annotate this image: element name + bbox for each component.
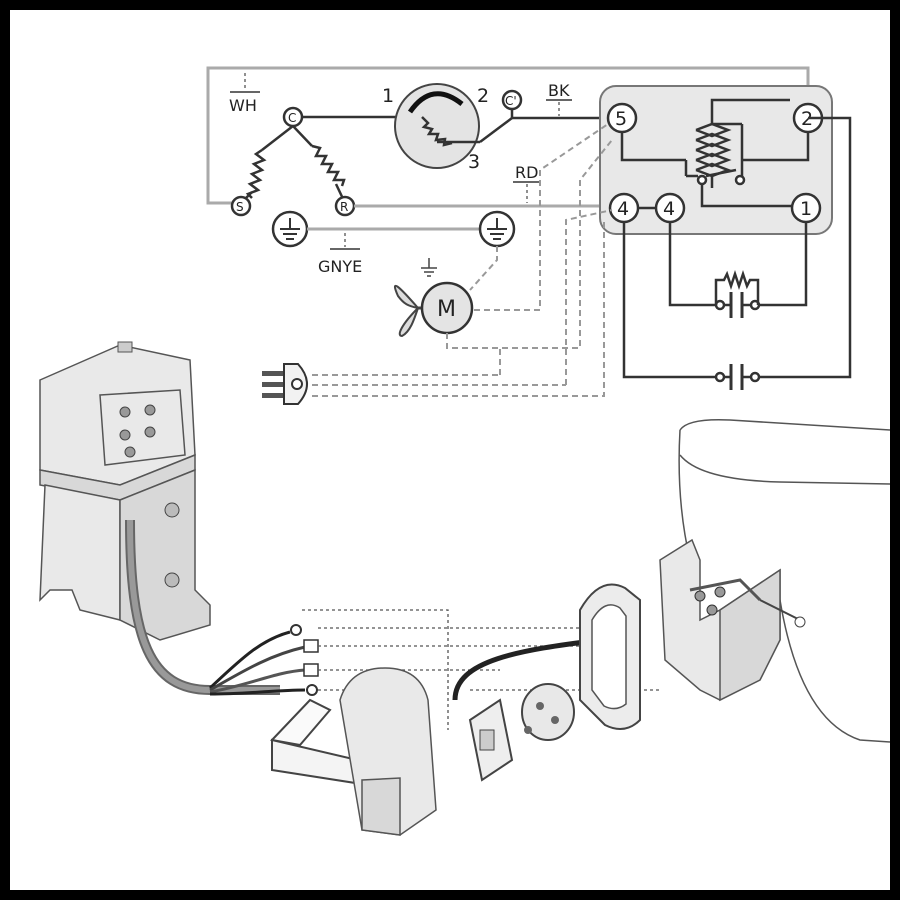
fan-motor: M [393, 258, 474, 338]
mounting-bracket [659, 538, 806, 702]
svg-text:C: C [288, 111, 296, 125]
svg-text:5: 5 [615, 108, 627, 130]
svg-text:2: 2 [801, 108, 813, 130]
relay-coil [684, 112, 746, 188]
svg-text:C': C' [505, 94, 517, 108]
relay-cover [269, 667, 437, 836]
ground-symbol-right [478, 210, 516, 248]
svg-text:S: S [236, 200, 244, 214]
gnye-label: GNYE [318, 257, 362, 276]
run-capacitor-branch [622, 116, 852, 390]
relay-wire-5 [620, 130, 686, 162]
terminal-junction-box [39, 341, 211, 641]
wh-wire [206, 66, 810, 205]
svg-text:1: 1 [800, 198, 812, 220]
svg-text:R: R [340, 200, 348, 214]
rd-label: RD [515, 163, 538, 182]
bk-label: BK [548, 81, 570, 100]
svg-text:4: 4 [617, 198, 629, 220]
rubber-gasket [579, 583, 641, 730]
start-capacitor-branch [668, 222, 808, 318]
wh-label: WH [229, 96, 257, 115]
wiring-diagram-frame: WH C S R 1 2 3 C' [10, 10, 890, 890]
schematic: WH C S R 1 2 3 C' [206, 66, 852, 405]
svg-text:4: 4 [663, 198, 675, 220]
relay-wire-1 [700, 184, 793, 208]
start-relay-box [599, 85, 833, 235]
ptc-starter [452, 637, 601, 782]
dashed-wiring [312, 123, 613, 397]
thermal-protector: 1 2 3 [382, 83, 513, 173]
protector-pin-1: 1 [382, 85, 394, 107]
relay-terminal-5 [606, 102, 638, 134]
assembly-illustration [39, 341, 890, 836]
ground-symbol-left [271, 210, 309, 248]
compressor-body [679, 418, 890, 431]
compressor-windings [240, 125, 347, 204]
motor-label: M [437, 297, 456, 322]
terminal-s [230, 195, 252, 217]
power-plug [262, 363, 308, 405]
wiring-diagram: WH C S R 1 2 3 C' [39, 66, 890, 836]
cable-leads [208, 624, 319, 696]
protector-pin-3: 3 [468, 151, 480, 173]
protector-pin-2: 2 [477, 85, 489, 107]
relay-wire-2 [710, 98, 810, 162]
